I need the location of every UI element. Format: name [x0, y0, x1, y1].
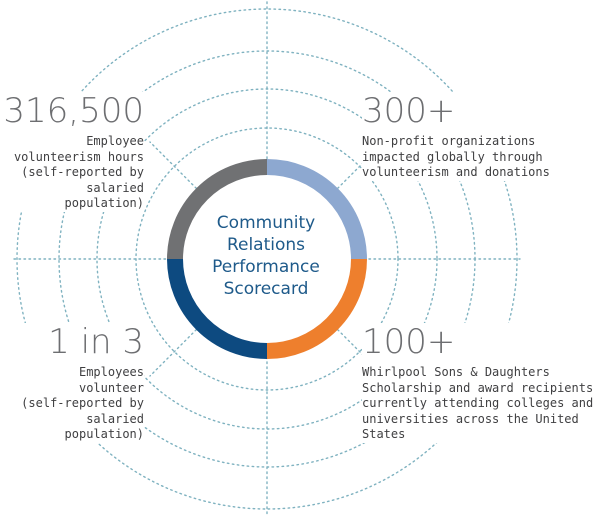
center-title-line-1: Community — [216, 213, 316, 233]
dotted-ring-4 — [16, 8, 518, 510]
stat-nonprofits-desc: Non-profit organizations impacted global… — [362, 134, 550, 181]
desc-line: Employees — [78, 365, 144, 379]
desc-line: (self-reported by — [21, 165, 144, 179]
desc-line: universities across the United States — [362, 411, 579, 442]
stat-scholarships-desc: Whirlpool Sons & Daughters Scholarship a… — [362, 365, 600, 443]
desc-line: volunteer — [78, 380, 144, 395]
desc-line: Employee — [86, 134, 144, 148]
desc-line: impacted globally through — [362, 149, 543, 164]
stat-scholarships-value: 100+ — [362, 322, 456, 362]
center-disc — [181, 173, 353, 345]
desc-line: currently attending colleges and — [362, 396, 594, 410]
stat-nonprofits: 300+ Non-profit organizations impacted g… — [362, 92, 550, 181]
desc-line: Non-profit organizations — [362, 134, 536, 148]
desc-line: volunteerism hours — [13, 149, 144, 164]
stat-employees-volunteer-desc: Employees volunteer (self-reported by sa… — [0, 365, 144, 443]
desc-line: (self-reported by — [21, 396, 144, 410]
stat-scholarships: 100+ Whirlpool Sons & Daughters Scholars… — [362, 323, 600, 443]
quadrant-top-left-arc — [167, 159, 268, 260]
desc-line: volunteerism and donations — [362, 165, 550, 179]
desc-line: salaried population) — [64, 180, 144, 211]
stat-employees-volunteer: 1 in 3 Employees volunteer (self-reporte… — [0, 323, 144, 443]
center-title: Community Relations Performance Scorecar… — [190, 212, 342, 300]
center-title-line-3: Performance — [212, 257, 320, 277]
stat-employees-volunteer-value: 1 in 3 — [48, 322, 144, 362]
quadrant-bottom-left-arc — [167, 258, 268, 359]
desc-line: salaried population) — [64, 411, 144, 442]
stat-volunteer-hours-desc: Employee volunteerism hours (self-report… — [0, 134, 144, 212]
quadrant-top-right-arc — [266, 159, 367, 260]
desc-line: Whirlpool Sons & Daughters — [362, 365, 550, 379]
desc-line: Scholarship and award recipients — [362, 380, 594, 395]
donut-ring — [167, 159, 367, 359]
stat-nonprofits-value: 300+ — [362, 91, 456, 131]
center-title-line-2: Relations — [226, 235, 306, 255]
stat-volunteer-hours-value: 316,500 — [3, 91, 144, 131]
quadrant-bottom-right-arc — [266, 258, 367, 359]
stat-volunteer-hours: 316,500 Employee volunteerism hours (sel… — [0, 92, 144, 212]
center-title-line-4: Scorecard — [223, 279, 309, 299]
